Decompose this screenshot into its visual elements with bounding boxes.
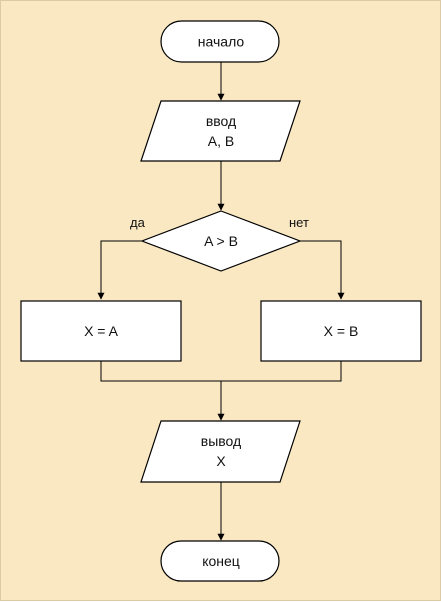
output-label-line1: вывод [201, 433, 241, 449]
decision-diamond [140, 210, 302, 272]
output-label-line2: X [216, 453, 226, 469]
process-assign-a-label: X = A [84, 323, 119, 339]
process-assign-b-label: X = B [324, 323, 359, 339]
arrow-decision-no [300, 240, 345, 300]
arrow-decision-yes [97, 240, 142, 300]
end-terminator [160, 540, 280, 582]
output-parallelogram [140, 420, 301, 483]
input-label-line2: A, B [208, 133, 234, 149]
input-label-line1: ввод [206, 113, 236, 129]
input-parallelogram [140, 100, 301, 162]
start-terminator [160, 20, 280, 63]
decision-label: A > B [204, 233, 238, 249]
line-merge-branches [100, 361, 342, 382]
process-assign-b [260, 300, 422, 362]
connectors [97, 62, 345, 541]
end-label: конец [202, 553, 240, 569]
start-label: начало [198, 34, 245, 50]
decision-no-label: нет [289, 215, 309, 230]
decision-yes-label: да [130, 215, 146, 230]
process-assign-a [20, 300, 182, 362]
